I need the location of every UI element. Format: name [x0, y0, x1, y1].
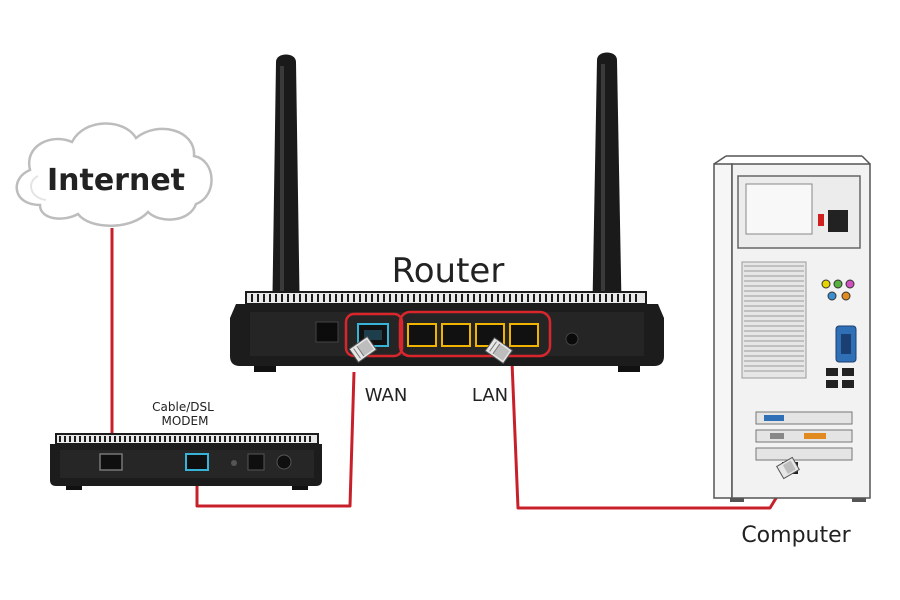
router-reset-button: [565, 332, 579, 346]
modem-reset-button: [231, 460, 237, 466]
power-socket: [828, 210, 848, 232]
audio-jack-4: [827, 291, 837, 301]
router-wan-port-highlight: [344, 312, 404, 358]
usb-port-1: [826, 368, 838, 376]
audio-jack-5: [841, 291, 851, 301]
computer-tower: Computer: [713, 155, 871, 548]
lan-port-4: [509, 323, 539, 347]
cable-dsl-modem: Cable/DSL MODEM: [50, 400, 322, 490]
audio-jack-1: [821, 279, 831, 289]
router-antenna-left: [272, 54, 300, 328]
internet-cloud: Internet: [15, 122, 213, 227]
power-switch: [818, 214, 824, 226]
lan-port-2: [441, 323, 471, 347]
modem-power-switch: [276, 454, 292, 470]
usb-port-3: [826, 380, 838, 388]
modem-line-port: [99, 453, 123, 471]
modem-ethernet-port: [185, 453, 209, 471]
lan-plug: [484, 337, 514, 365]
internet-label: Internet: [47, 163, 185, 198]
router: Router: [230, 52, 664, 372]
wan-label: WAN: [365, 385, 408, 406]
cloud-shape: [15, 122, 213, 227]
modem-power-port: [247, 453, 265, 471]
tower-side-panel: [713, 163, 733, 499]
audio-jack-2: [833, 279, 843, 289]
computer-plug: [776, 456, 800, 480]
modem-label-line1: Cable/DSL: [152, 400, 214, 414]
usb-port-4: [842, 380, 854, 388]
computer-label: Computer: [741, 523, 851, 548]
audio-jack-3: [845, 279, 855, 289]
lan-port-1: [407, 323, 437, 347]
wan-plug: [348, 335, 378, 363]
lan-label: LAN: [472, 385, 508, 406]
router-label: Router: [392, 251, 505, 291]
router-antenna-right: [592, 52, 622, 330]
usb-port-2: [842, 368, 854, 376]
modem-label-line2: MODEM: [162, 414, 209, 428]
router-lan-ports-highlight: [398, 310, 552, 358]
router-power-port: [315, 321, 339, 343]
